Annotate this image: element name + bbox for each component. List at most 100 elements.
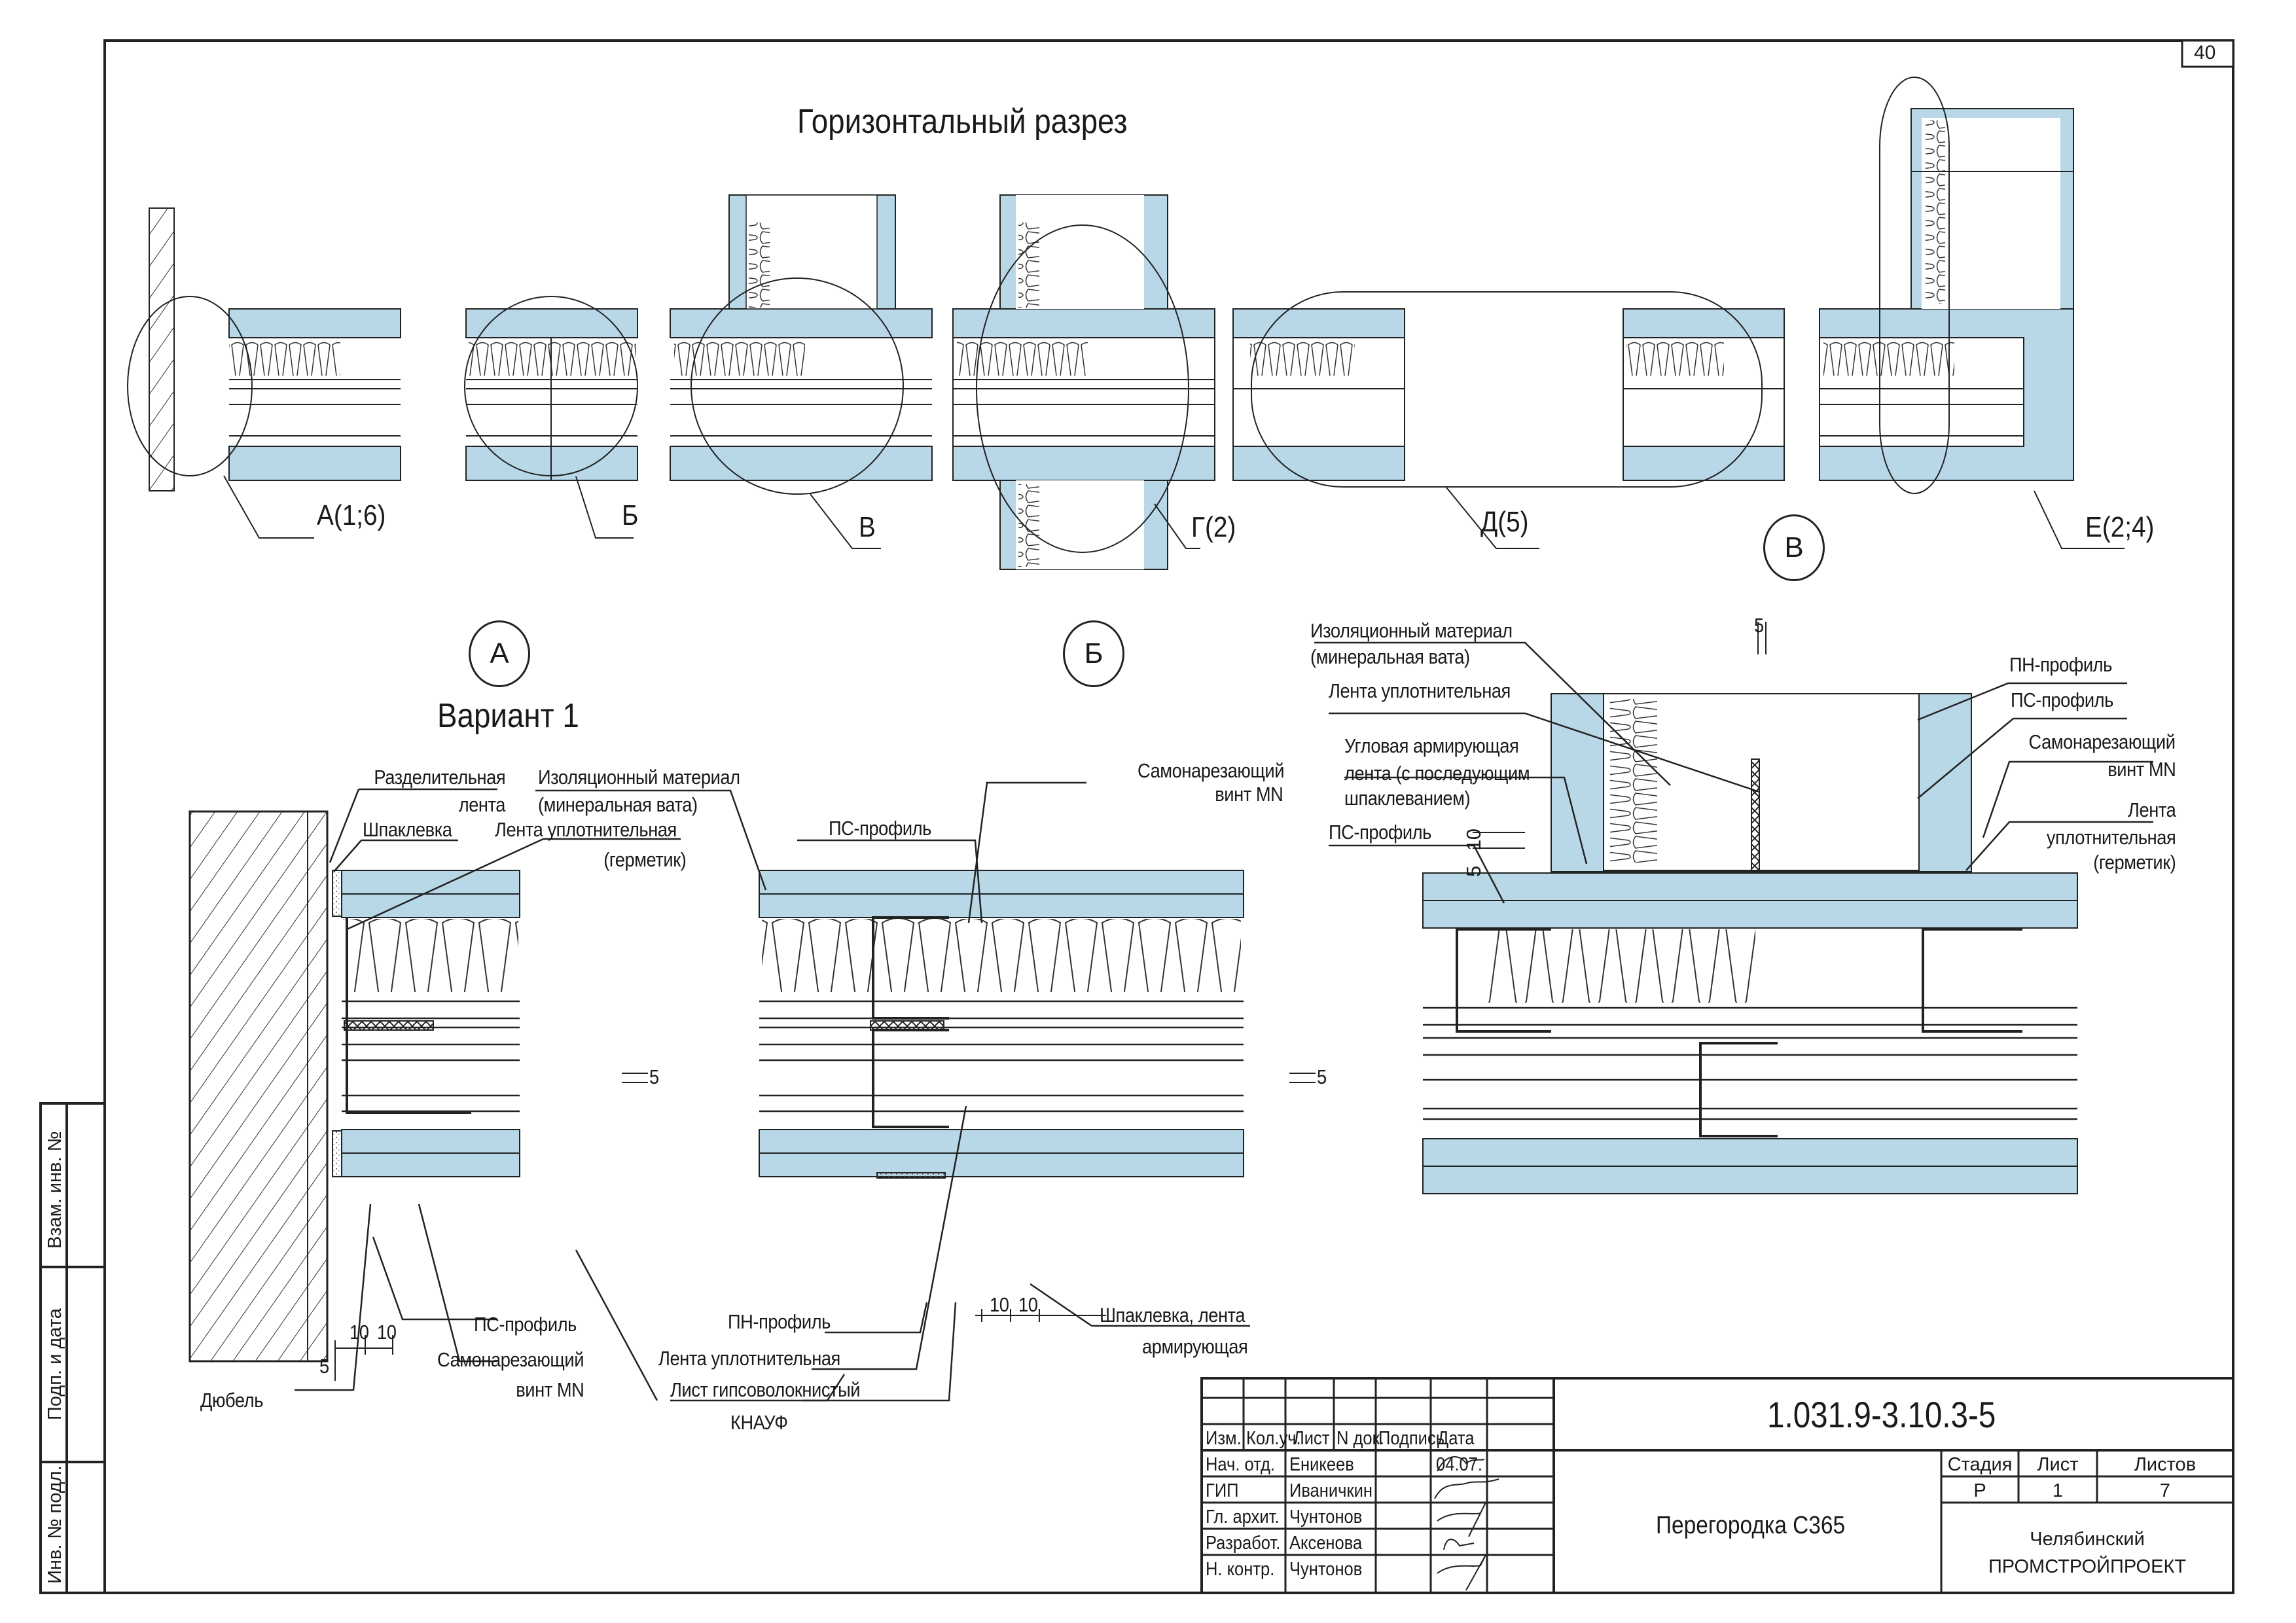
stamp-inv-orig: Инв. № подл. bbox=[45, 1465, 65, 1584]
label-corner-tape-2: лента (с последующим bbox=[1344, 762, 1530, 785]
doc-name: Перегородка С365 bbox=[1656, 1512, 1846, 1539]
label-putty-tape-2: армирующая bbox=[1141, 1335, 1248, 1358]
section-callout-g: Г(2) bbox=[1191, 511, 1236, 543]
detail-marker-a: А bbox=[469, 620, 530, 687]
tb-name-5: Чунтонов bbox=[1289, 1559, 1363, 1580]
dim-b-10-1: 10 bbox=[990, 1293, 1009, 1316]
dim-b-gap-5: 5 bbox=[1317, 1065, 1327, 1088]
tb-sheets-header: Листов bbox=[2134, 1454, 2197, 1475]
label-screw-b: Самонарезающий bbox=[1138, 759, 1285, 782]
tb-name-1: Еникеев bbox=[1289, 1454, 1354, 1475]
label-ps-profile-v-right: ПС-профиль bbox=[2011, 688, 2113, 711]
tb-sheet-value: 1 bbox=[2052, 1480, 2064, 1501]
dim-v-5-side: 5 bbox=[1462, 866, 1485, 877]
label-screw-v: Самонарезающий bbox=[2028, 730, 2176, 753]
label-corner-tape: Угловая армирующая bbox=[1344, 734, 1519, 757]
section-v-drawing bbox=[670, 194, 933, 549]
label-sealing-tape-v: Лента уплотнительная bbox=[1329, 679, 1511, 702]
tb-role-2: ГИП bbox=[1206, 1480, 1239, 1501]
section-callout-e: Е(2;4) bbox=[2085, 511, 2155, 543]
tb-header-list: Лист bbox=[1293, 1428, 1330, 1449]
tb-sheet-header: Лист bbox=[2037, 1454, 2079, 1475]
label-sealing-tape-b: Лента уплотнительная bbox=[658, 1347, 840, 1370]
stamp-sign-date: Подп. и дата bbox=[45, 1308, 65, 1420]
stamp-replace-inv: Взам. инв. № bbox=[45, 1131, 65, 1249]
section-callout-d: Д(5) bbox=[1480, 506, 1529, 538]
tb-org-1: Челябинский bbox=[2030, 1529, 2145, 1550]
tb-name-3: Чунтонов bbox=[1289, 1507, 1363, 1527]
section-callout-b: Б bbox=[622, 499, 639, 531]
title-block-grid bbox=[1200, 1377, 2234, 1594]
label-gypsum-sheet-2: КНАУФ bbox=[730, 1411, 788, 1434]
label-sealing-v: Лента bbox=[2127, 798, 2176, 821]
label-separating-tape: Разделительная bbox=[374, 766, 505, 789]
label-screw-a-2: винт MN bbox=[515, 1378, 584, 1401]
tb-role-1: Нач. отд. bbox=[1206, 1454, 1275, 1475]
signatures bbox=[1434, 1456, 1499, 1591]
page-number: 40 bbox=[2194, 42, 2216, 63]
dim-a-gap-5: 5 bbox=[649, 1065, 659, 1088]
tb-date-1: 04.07. bbox=[1436, 1454, 1482, 1475]
tb-stage-header: Стадия bbox=[1947, 1454, 2013, 1475]
label-screw-a: Самонарезающий bbox=[437, 1348, 584, 1371]
dim-v-5-top: 5 bbox=[1754, 614, 1764, 637]
tb-name-2: Иваничкин bbox=[1289, 1480, 1372, 1501]
label-corner-tape-3: шпаклеванием) bbox=[1344, 787, 1471, 810]
detail-v-drawing bbox=[1422, 622, 2078, 1194]
side-stamp bbox=[39, 1102, 106, 1594]
doc-code: 1.031.9-3.10.3-5 bbox=[1767, 1394, 1996, 1435]
detail-b-drawing bbox=[759, 870, 1316, 1322]
section-d-drawing bbox=[1232, 291, 1785, 549]
variant-label: Вариант 1 bbox=[437, 697, 579, 735]
dim-a-10-1: 10 bbox=[350, 1321, 369, 1344]
label-separating-tape-2: лента bbox=[458, 793, 506, 816]
dim-a-10-2: 10 bbox=[377, 1321, 397, 1344]
dim-b-10-2: 10 bbox=[1018, 1293, 1038, 1316]
dim-v-10: 10 bbox=[1462, 829, 1485, 851]
label-ps-profile-a: ПС-профиль bbox=[474, 1313, 577, 1336]
label-sealing-v-2: уплотнительная bbox=[2046, 826, 2176, 849]
leader-lines bbox=[295, 641, 2153, 1402]
drawing-title: Горизонтальный разрез bbox=[797, 103, 1128, 141]
label-screw-v-2: винт MN bbox=[2107, 758, 2176, 781]
tb-header-podpis: Подпись bbox=[1378, 1428, 1445, 1449]
label-sealing-tape: Лента уплотнительная bbox=[495, 818, 677, 841]
label-pn-profile-b: ПН-профиль bbox=[728, 1310, 831, 1333]
label-putty-tape: Шпаклевка, лента bbox=[1100, 1304, 1246, 1327]
section-callout-v: В bbox=[859, 511, 876, 543]
label-insulation: Изоляционный материал bbox=[538, 766, 740, 789]
section-a-drawing bbox=[127, 207, 401, 539]
label-dowel: Дюбель bbox=[200, 1389, 264, 1412]
label-ps-profile-b: ПС-профиль bbox=[829, 817, 931, 840]
section-b-drawing bbox=[464, 296, 638, 539]
tb-header-kol: Кол.уч. bbox=[1246, 1428, 1301, 1449]
tb-header-data: Дата bbox=[1437, 1428, 1475, 1449]
label-sealing-tape-2: (герметик) bbox=[603, 848, 687, 871]
dim-a-5: 5 bbox=[319, 1355, 329, 1378]
tb-role-5: Н. контр. bbox=[1206, 1559, 1275, 1580]
tb-org-2: ПРОМСТРОЙПРОЕКТ bbox=[1988, 1556, 2187, 1577]
detail-marker-v: В bbox=[1763, 514, 1825, 581]
section-g-drawing bbox=[952, 194, 1215, 570]
tb-role-3: Гл. архит. bbox=[1206, 1507, 1280, 1527]
sheet-frame bbox=[103, 39, 2234, 1594]
tb-name-4: Аксенова bbox=[1289, 1533, 1363, 1554]
tb-header-izm: Изм. bbox=[1206, 1428, 1242, 1449]
tb-sheets-value: 7 bbox=[2159, 1480, 2171, 1501]
label-ps-profile-v-left: ПС-профиль bbox=[1329, 821, 1431, 844]
detail-marker-b: Б bbox=[1063, 620, 1124, 687]
label-insulation-v-2: (минеральная вата) bbox=[1310, 645, 1470, 668]
label-putty: Шпаклевка bbox=[363, 818, 452, 841]
label-insulation-2: (минеральная вата) bbox=[538, 793, 698, 816]
section-e-drawing bbox=[1819, 77, 2125, 549]
tb-role-4: Разработ. bbox=[1206, 1533, 1281, 1554]
label-insulation-v: Изоляционный материал bbox=[1310, 619, 1513, 642]
label-screw-b-2: винт MN bbox=[1214, 783, 1283, 806]
tb-stage-value: Р bbox=[1973, 1480, 1986, 1501]
label-sealing-v-3: (герметик) bbox=[2092, 851, 2176, 874]
detail-a-drawing bbox=[188, 810, 648, 1381]
section-callout-a: А(1;6) bbox=[317, 499, 386, 531]
label-pn-profile-v: ПН-профиль bbox=[2009, 653, 2112, 676]
label-gypsum-sheet: Лист гипсоволокнистый bbox=[670, 1378, 861, 1401]
